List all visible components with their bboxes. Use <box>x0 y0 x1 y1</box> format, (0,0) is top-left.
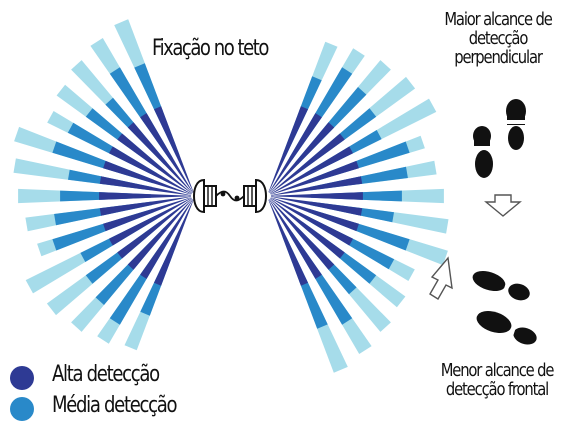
right-ray-high-zone <box>271 192 363 200</box>
legend-label-high: Alta detecção <box>52 362 160 387</box>
legend-dot-high <box>10 366 34 390</box>
left-ray-high-zone <box>99 192 191 200</box>
detection-diagram <box>13 19 537 373</box>
left-ray-high-zone <box>127 198 193 270</box>
right-ray-high-zone <box>270 197 359 232</box>
diagram-title: Fixação no teto <box>152 36 269 61</box>
footprints-perpendicular-gaps <box>472 120 527 150</box>
footprints-frontal-icon <box>472 270 537 345</box>
left-ray-high-zone <box>103 160 192 195</box>
right-ray-high-zone <box>270 160 359 195</box>
left-detection-fan <box>13 19 194 351</box>
left-ray-high-zone <box>117 198 192 259</box>
perpendicular-range-note: Maior alcance de detecção perpendicular <box>432 10 563 67</box>
right-ray-high-zone <box>270 146 353 195</box>
right-ray-high-zone <box>269 198 335 270</box>
right-ray-high-zone <box>270 198 345 259</box>
left-ray-high-zone <box>99 176 192 196</box>
note-line: detecção frontal <box>445 379 549 400</box>
left-ray-high-zone <box>109 146 192 195</box>
right-ray-high-zone <box>268 199 308 286</box>
right-ray-high-zone <box>270 176 363 196</box>
note-line: perpendicular <box>454 47 543 68</box>
note-line: Menor alcance de <box>440 360 555 381</box>
left-ray-high-zone <box>117 133 192 194</box>
right-ray-high-zone <box>270 196 363 216</box>
legend-dot-medium <box>10 397 34 421</box>
right-ray-high-zone <box>268 106 308 193</box>
note-line: detecção <box>468 28 529 49</box>
footprints-perpendicular-icon <box>473 99 526 178</box>
left-ray-high-zone <box>103 197 192 232</box>
right-ray-high-zone <box>270 133 345 194</box>
note-line: Maior alcance de <box>444 9 552 30</box>
right-ray-high-zone <box>269 199 322 279</box>
right-ray-high-zone <box>269 113 322 193</box>
sensor-icon <box>192 178 268 214</box>
arrow-down-icon <box>484 194 522 217</box>
right-detection-fan <box>268 41 449 373</box>
arrow-up-icon <box>429 256 453 300</box>
right-ray-high-zone <box>269 122 335 194</box>
legend-label-medium: Média detecção <box>52 393 178 418</box>
left-ray-high-zone <box>154 106 194 193</box>
left-ray-high-zone <box>109 197 192 246</box>
footprints-frontal-gaps <box>501 278 518 345</box>
left-ray-high-zone <box>154 199 194 286</box>
right-ray-high-zone <box>270 197 353 246</box>
left-ray-high-zone <box>127 122 193 194</box>
frontal-range-note: Menor alcance de detecção frontal <box>431 361 564 399</box>
left-ray-high-zone <box>140 199 193 279</box>
left-ray-high-zone <box>140 113 193 193</box>
left-ray-high-zone <box>99 196 192 216</box>
